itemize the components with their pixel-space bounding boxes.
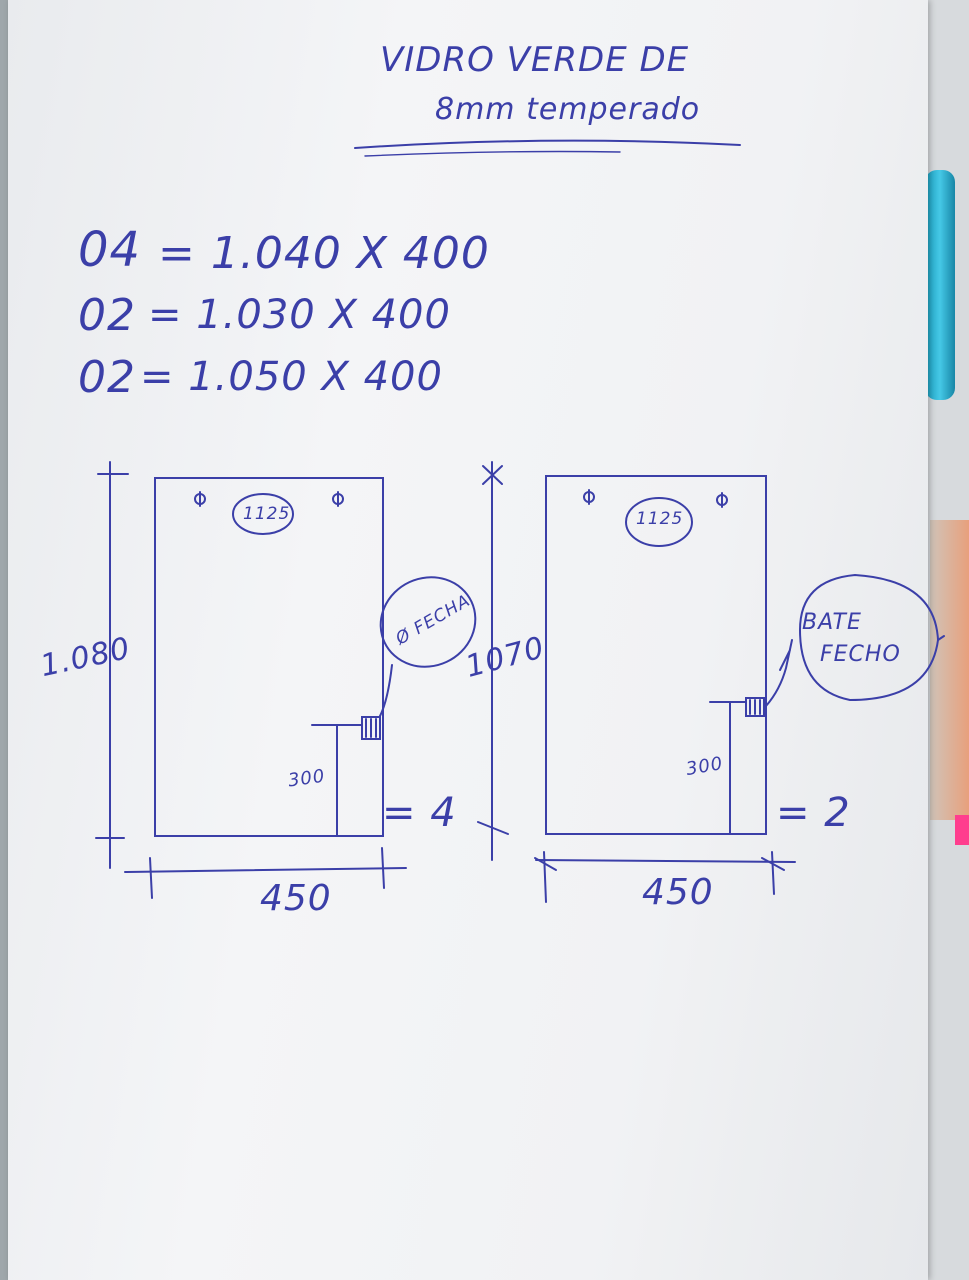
right-glass-panel	[545, 475, 767, 835]
left-width-dim-line	[124, 867, 407, 873]
right-callout-line-1: BATE	[802, 610, 862, 635]
qty-3: 02	[78, 352, 136, 403]
title-underline-2	[364, 150, 621, 157]
title-underline	[354, 139, 741, 149]
right-callout-leader	[765, 639, 793, 707]
qty-1: 04	[78, 222, 142, 278]
right-hole-note: 1125	[636, 509, 684, 529]
left-hole-note: 1125	[243, 504, 291, 524]
right-width-tick-left	[543, 851, 547, 903]
right-height-tick-bottom	[477, 821, 509, 835]
right-callout-bubble	[799, 573, 940, 702]
left-count-label: = 4	[382, 790, 457, 836]
dims-3: = 1.050 X 400	[140, 354, 443, 400]
orange-folder-edge	[930, 520, 969, 820]
left-callout-leader	[379, 664, 393, 717]
right-width-dim-line	[535, 859, 796, 863]
title-line-2: 8mm temperado	[435, 92, 701, 127]
right-width-label: 450	[642, 872, 714, 913]
desk-left	[0, 0, 10, 1280]
pen-body	[925, 170, 955, 400]
left-glass-panel	[154, 477, 384, 837]
qty-2: 02	[78, 290, 136, 341]
right-lock	[745, 697, 765, 717]
right-count-label: = 2	[776, 790, 851, 836]
left-width-label: 450	[260, 878, 332, 919]
left-lock	[361, 716, 381, 740]
right-width-tick-right	[771, 851, 775, 895]
left-callout-bubble	[379, 576, 477, 668]
right-callout-line-2: FECHO	[820, 642, 901, 667]
dims-2: = 1.030 X 400	[148, 292, 451, 338]
left-hole-note-circle	[232, 493, 294, 535]
paper-sheet	[8, 0, 928, 1280]
left-width-tick-left	[149, 857, 153, 899]
dims-1: = 1.040 X 400	[158, 228, 490, 279]
right-hole-note-circle	[625, 497, 693, 547]
left-width-tick-right	[381, 847, 385, 889]
title-line-1: VIDRO VERDE DE	[380, 40, 690, 80]
pink-marker	[955, 815, 969, 845]
